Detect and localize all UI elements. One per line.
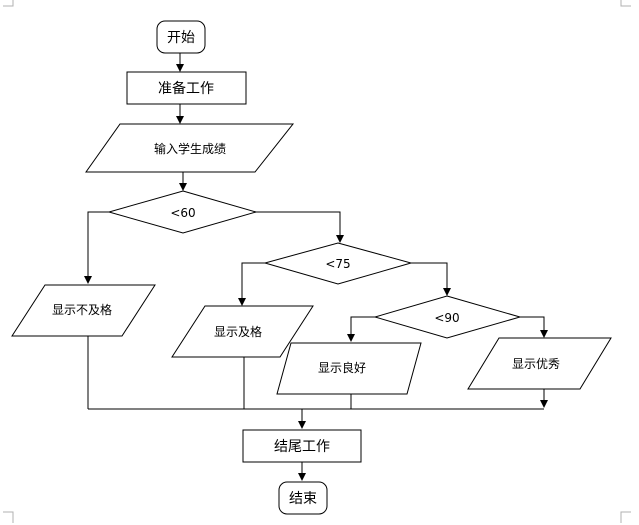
edge-cond75-yes	[238, 262, 265, 306]
node-input-scores: 输入学生成绩	[85, 123, 295, 173]
decision-lt75-label: <75	[325, 257, 350, 271]
decision-lt90-label: <90	[434, 311, 459, 325]
node-start: 开始	[156, 20, 206, 54]
node-show-good-label: 显示良好	[318, 360, 366, 375]
node-start-label: 开始	[167, 30, 195, 46]
node-input-scores-label: 输入学生成绩	[154, 141, 226, 156]
edge-cond60-no	[256, 211, 344, 243]
edge-cond90-no	[520, 316, 548, 338]
node-show-good: 显示良好	[276, 342, 422, 395]
edge-cond90-yes	[347, 316, 375, 342]
node-show-pass: 显示及格	[171, 305, 314, 358]
node-show-excellent: 显示优秀	[467, 337, 612, 390]
node-show-fail: 显示不及格	[11, 284, 156, 337]
node-prepare-label: 准备工作	[158, 80, 214, 97]
edge-cond75-no	[411, 262, 451, 296]
connectors	[84, 53, 548, 481]
node-end-label: 结束	[289, 491, 317, 507]
edge-cond60-yes	[84, 211, 109, 284]
decision-lt90: <90	[373, 295, 522, 339]
node-end: 结束	[278, 481, 328, 515]
node-show-fail-label: 显示不及格	[52, 302, 112, 317]
decision-lt75: <75	[263, 242, 413, 285]
node-finish-work-label: 结尾工作	[274, 439, 330, 455]
decision-lt60: <60	[107, 190, 258, 234]
node-finish-work: 结尾工作	[242, 429, 362, 463]
node-prepare: 准备工作	[126, 71, 247, 105]
node-show-excellent-label: 显示优秀	[512, 357, 560, 371]
node-show-pass-label: 显示及格	[214, 324, 262, 339]
decision-lt60-label: <60	[170, 206, 195, 220]
page-corner-marks	[3, 0, 631, 523]
